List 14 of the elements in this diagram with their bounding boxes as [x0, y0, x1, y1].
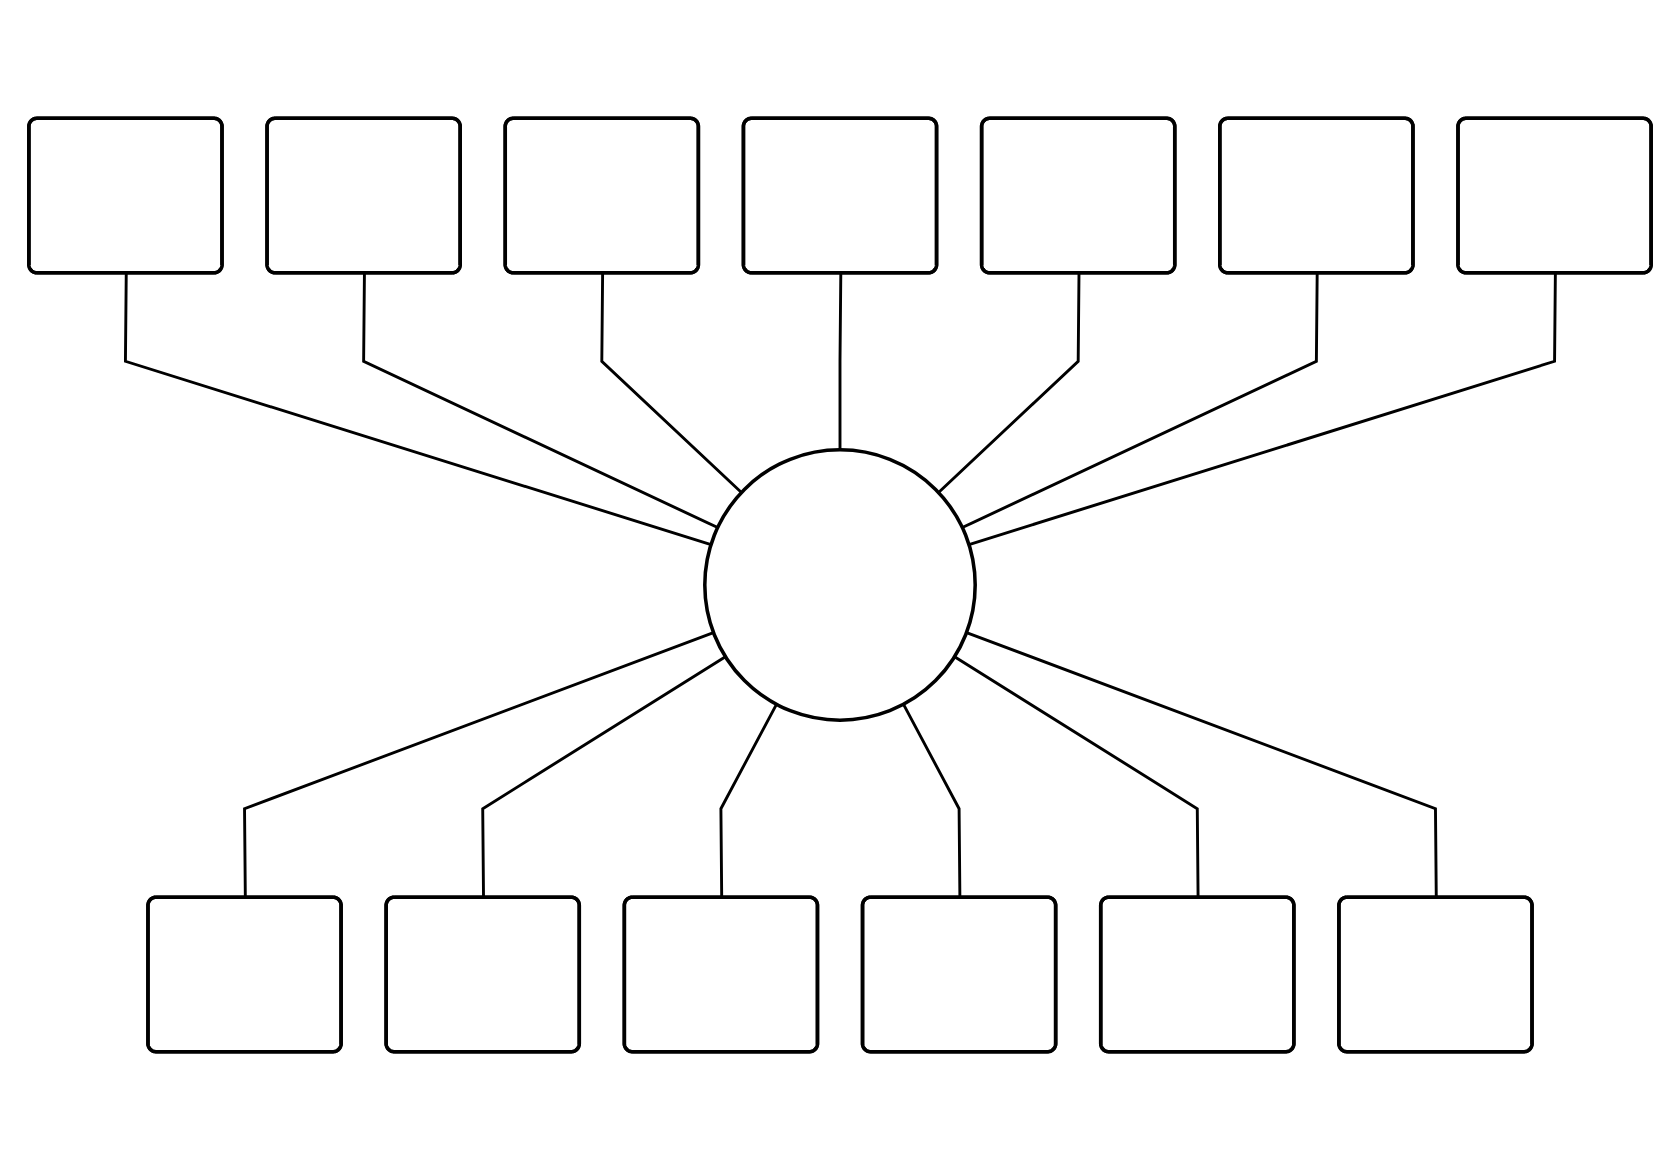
connector — [838, 273, 843, 450]
connector — [902, 703, 962, 899]
node-ellipse — [703, 448, 977, 722]
connector — [966, 631, 1438, 899]
connector — [937, 273, 1081, 494]
connector — [719, 703, 778, 899]
connector — [243, 631, 714, 899]
connector — [968, 273, 1557, 546]
connector — [124, 273, 712, 546]
connector — [961, 273, 1319, 529]
connector — [953, 655, 1200, 899]
connector — [481, 655, 727, 899]
connector — [362, 273, 719, 529]
connector — [600, 273, 743, 494]
